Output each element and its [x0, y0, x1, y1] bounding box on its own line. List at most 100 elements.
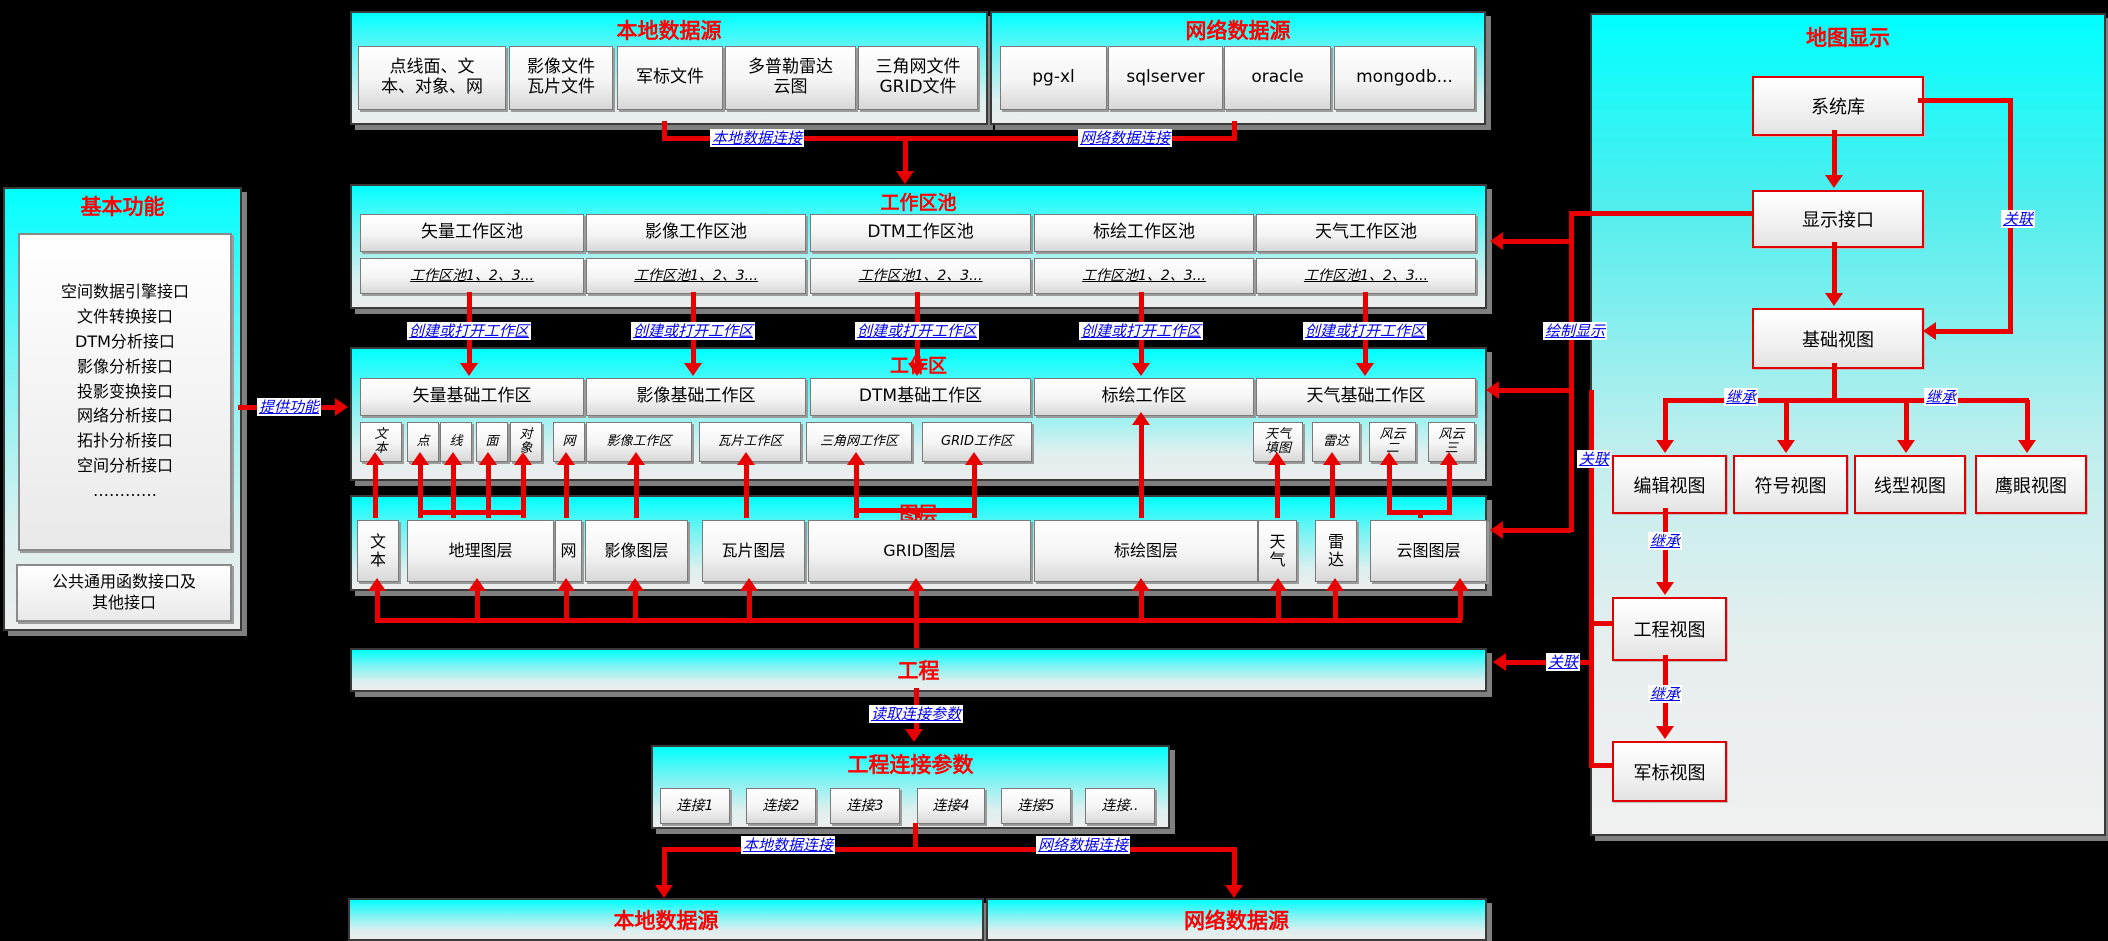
edge-fan-line: [1904, 400, 1909, 440]
bottom-network-title: 网络数据源: [1184, 908, 1289, 933]
edge-display-baseview: [1832, 242, 1837, 293]
label-inherit-3: 继承: [1647, 532, 1683, 550]
arrowhead-display-baseview: [1825, 293, 1843, 306]
arrowhead-create-3: [908, 363, 926, 376]
label-assoc-syslib: 关联: [2000, 210, 2036, 228]
arrowhead-lw-tin: [847, 452, 865, 465]
layer-geo: 地理图层: [407, 520, 554, 582]
layer-radar: 雷 达: [1315, 520, 1357, 582]
label-read-params: 读取连接参数: [868, 705, 964, 723]
network-source-item-pgxl: pg-xl: [1000, 46, 1107, 110]
label-create-4: 创建或打开工作区: [1078, 322, 1204, 340]
ws-dtm: DTM基础工作区: [810, 378, 1031, 416]
edge-pb-grid: [914, 588, 919, 620]
workspace-pool-title: 工作区池: [880, 192, 957, 214]
label-local-conn-bottom: 本地数据连接: [740, 836, 836, 854]
arrowhead-fan-line: [1897, 440, 1915, 453]
local-source-title: 本地数据源: [616, 19, 722, 43]
pool-instances-3: 工作区池1、2、3...: [810, 258, 1031, 294]
conn-4: 连接4: [917, 788, 985, 824]
pool-vector: 矢量工作区池: [360, 214, 584, 252]
label-inherit-1: 继承: [1723, 388, 1759, 406]
edge-lw-radar: [1330, 462, 1335, 518]
edge-params-stub: [913, 823, 918, 851]
arrowhead-pb-net: [557, 578, 575, 591]
layer-tile: 瓦片图层: [702, 520, 805, 582]
conn-5: 连接5: [1001, 788, 1071, 824]
edge-fan-edit: [1663, 400, 1668, 440]
workspace-pool-panel: 工作区池 矢量工作区池 影像工作区池 DTM工作区池 标绘工作区池 天气工作区池…: [350, 184, 1487, 309]
bottom-local-source-bar: 本地数据源: [348, 898, 984, 941]
network-source-item-oracle: oracle: [1224, 46, 1331, 110]
pool-instances-2: 工作区池1、2、3...: [586, 258, 806, 294]
local-source-item-image: 影像文件 瓦片文件: [509, 46, 613, 110]
edge-lw-tile: [744, 462, 749, 518]
arrowhead-create-5: [1356, 363, 1374, 376]
label-assoc-trunk: 关联: [1576, 450, 1612, 468]
arrowhead-syslib-display: [1825, 175, 1843, 188]
edge-lw-line: [451, 462, 456, 518]
project-title: 工程: [897, 659, 940, 683]
layer-image: 影像图层: [585, 520, 688, 582]
edge-trunk-workspace: [1496, 388, 1571, 393]
pool-plot: 标绘工作区池: [1034, 214, 1254, 252]
network-source-panel: 网络数据源 pg-xl sqlserver oracle mongodb...: [990, 11, 1486, 125]
arrowhead-bottom-local: [655, 885, 673, 898]
edge-syslib-assoc-top: [1918, 98, 2012, 103]
edge-local-stub: [662, 121, 667, 140]
edge-pb-net: [564, 588, 569, 620]
ws-sub-fy2: 风云 二: [1369, 422, 1416, 462]
edge-views-fanout: [1663, 398, 2029, 403]
node-military-view: 军标视图: [1612, 741, 1727, 802]
interface-list-box: 空间数据引擎接口 文件转换接口 DTM分析接口 影像分析接口 投影变换接口 网络…: [18, 233, 232, 551]
arrowhead-fan-symbol: [1777, 440, 1795, 453]
label-network-conn-top: 网络数据连接: [1077, 129, 1173, 147]
layer-grid: GRID图层: [808, 520, 1031, 582]
arrowhead-pb-tile: [740, 578, 758, 591]
edge-pb-text: [375, 588, 380, 620]
edge-lw-image: [634, 462, 639, 518]
edge-trunk-pool: [1500, 239, 1571, 244]
arrowhead-provide: [335, 398, 348, 416]
arrowhead-create-2: [684, 363, 702, 376]
ws-plot: 标绘工作区: [1034, 378, 1254, 416]
map-display-title: 地图显示: [1806, 26, 1890, 50]
pool-dtm: DTM工作区池: [810, 214, 1031, 252]
edge-lw-polygon: [486, 462, 491, 518]
arrowhead-fan-edit: [1656, 440, 1674, 453]
label-provide: 提供功能: [256, 398, 322, 416]
label-assoc-project: 关联: [1545, 653, 1581, 671]
arrowhead-edit-projectview: [1656, 582, 1674, 595]
node-symbol-view: 符号视图: [1733, 455, 1848, 514]
edge-lw-grid: [972, 462, 977, 518]
label-create-2: 创建或打开工作区: [630, 322, 756, 340]
node-system-lib: 系统库: [1752, 76, 1924, 136]
edge-grid-bracket-stub: [915, 508, 920, 518]
conn-1: 连接1: [660, 788, 730, 824]
arrowhead-lw-object: [514, 452, 532, 465]
arrowhead-trunk-workspace: [1486, 381, 1499, 399]
edge-geo-bracket: [418, 510, 525, 515]
arrowhead-pb-image: [626, 578, 644, 591]
edge-network-stub: [1232, 121, 1237, 140]
edge-pb-geo: [475, 588, 480, 620]
project-params-title: 工程连接参数: [847, 753, 974, 777]
label-create-1: 创建或打开工作区: [406, 322, 532, 340]
network-source-item-mongodb: mongodb...: [1334, 46, 1475, 110]
edge-baseview-stub: [1832, 363, 1837, 400]
layer-text: 文 本: [357, 520, 399, 582]
layer-plot: 标绘图层: [1034, 520, 1258, 582]
arrowhead-lw-tile: [737, 452, 755, 465]
pool-instances-5: 工作区池1、2、3...: [1256, 258, 1476, 294]
bottom-local-title: 本地数据源: [613, 908, 719, 933]
edge-lw-fy3: [1447, 462, 1452, 512]
arrowhead-lw-net: [557, 452, 575, 465]
edge-syslib-assoc-bottom: [1933, 329, 2010, 334]
local-source-item-radar: 多普勒雷达 云图: [725, 46, 856, 110]
edge-lw-weathermap: [1275, 462, 1280, 518]
edge-trunk-to-display-interface: [1569, 211, 1752, 216]
node-eagle-view: 鹰眼视图: [1975, 455, 2087, 514]
edge-lw-text: [373, 462, 378, 518]
edge-lw-fy2: [1387, 462, 1392, 512]
